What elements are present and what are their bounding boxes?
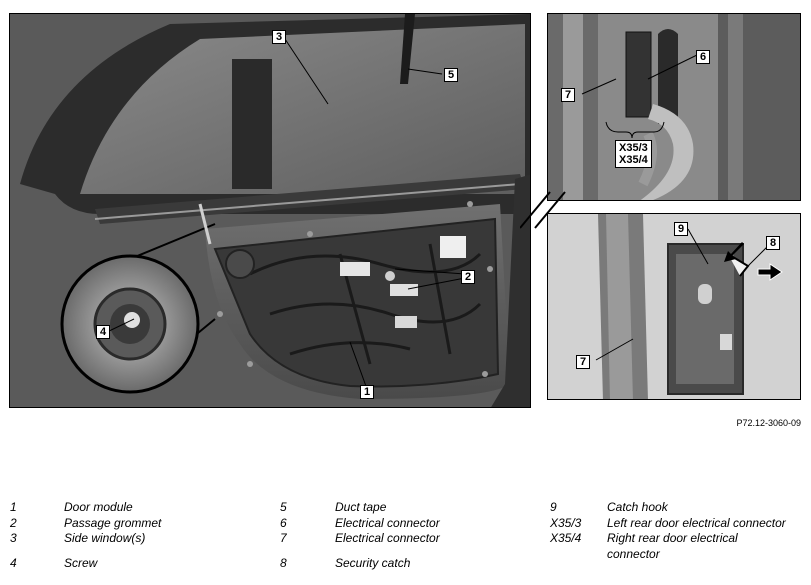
callout-4: 4: [96, 325, 111, 339]
legend-value: Left rear door electrical connector: [607, 515, 786, 530]
legend-row: 3 Side window(s): [10, 531, 260, 547]
callout-8: 8: [766, 236, 781, 250]
legend-row: 7 Electrical connector: [280, 531, 540, 547]
legend-row: 5 Duct tape: [280, 500, 540, 516]
connector-code-x35-4: X35/4: [619, 154, 648, 166]
callout-2: 2: [461, 270, 476, 284]
legend-column-1: 1 Door module 2 Passage grommet 3 Side w…: [10, 500, 260, 571]
legend-key: 9: [550, 500, 557, 514]
callout-7-top: 7: [561, 88, 576, 102]
legend-value: Door module: [64, 500, 133, 514]
legend-column-3: 9 Catch hook X35/3 Left rear door electr…: [550, 500, 805, 561]
legend-value: Catch hook: [607, 500, 668, 514]
legend-row: 1 Door module: [10, 500, 260, 516]
legend-row: 2 Passage grommet: [10, 516, 260, 532]
legend-row: X35/3 Left rear door electrical connecto…: [550, 516, 805, 532]
callout-5: 5: [444, 68, 459, 82]
legend-key: 2: [10, 515, 17, 530]
door-illustration: [10, 14, 530, 407]
legend-row: 4 Screw: [10, 556, 260, 572]
legend-row: 9 Catch hook: [550, 500, 805, 516]
legend-key: 1: [10, 500, 17, 514]
connector-codes: X35/3 X35/4: [615, 140, 652, 168]
legend-value: Right rear door electrical connector: [607, 531, 738, 561]
connector-code-x35-3: X35/3: [619, 142, 648, 154]
catch-illustration: [548, 214, 800, 399]
callout-6: 6: [696, 50, 711, 64]
legend-key: X35/3: [550, 515, 582, 530]
main-door-photo: 3 5 2 1 4: [9, 13, 531, 408]
legend-value: Screw: [64, 555, 98, 570]
callout-3: 3: [272, 30, 287, 44]
connector-illustration: [548, 14, 800, 200]
legend-value: Security catch: [335, 555, 411, 570]
callout-7-bottom: 7: [576, 355, 591, 369]
legend-key: 6: [280, 515, 287, 530]
legend-row: 8 Security catch: [280, 556, 540, 572]
legend-column-2: 5 Duct tape 6 Electrical connector 7 Ele…: [280, 500, 540, 571]
legend-value: Electrical connector: [335, 531, 440, 545]
callout-1: 1: [360, 385, 375, 399]
legend-value: Passage grommet: [64, 515, 162, 530]
callout-9: 9: [674, 222, 689, 236]
legend-value: Electrical connector: [335, 515, 440, 530]
legend-value: Side window(s): [64, 531, 146, 545]
legend-key: 7: [280, 531, 287, 545]
legend-row: X35/4 Right rear door electrical connect…: [550, 531, 805, 561]
detail-connector-line: [520, 191, 566, 229]
legend-value: Duct tape: [335, 500, 387, 514]
legend-row: 6 Electrical connector: [280, 516, 540, 532]
legend-key: 3: [10, 531, 17, 545]
legend-key: 4: [10, 555, 17, 570]
catch-detail-photo: 9 8 7: [547, 213, 801, 400]
figure-id: P72.12-3060-09: [736, 418, 801, 428]
legend-key: 8: [280, 555, 287, 570]
connector-detail-photo: 6 7 X35/3 X35/4: [547, 13, 801, 201]
legend-key: 5: [280, 500, 287, 514]
legend-key: X35/4: [550, 531, 582, 545]
